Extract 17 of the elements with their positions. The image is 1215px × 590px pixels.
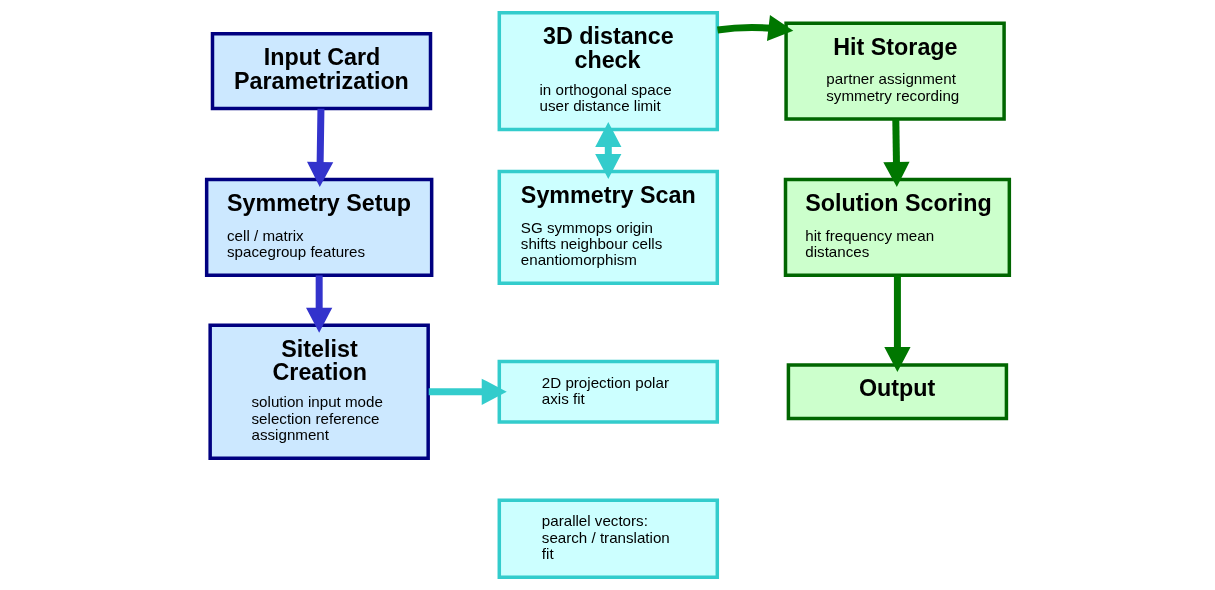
node-box: parallel vectors: search / translation fit — [497, 498, 719, 579]
node-box: Input Card Parametrization — [210, 32, 432, 111]
arrow — [306, 108, 333, 187]
arrow — [428, 378, 507, 405]
node-box: 2D projection polar axis fit — [497, 359, 719, 424]
node-box: Symmetry Setup cell / matrix spacegroup features — [204, 177, 433, 277]
node-box: 3D distance check in orthogonal space user distance limit — [497, 11, 719, 132]
arrow — [883, 275, 911, 372]
arrow — [716, 14, 793, 41]
arrow — [305, 275, 332, 333]
arrow — [594, 122, 621, 179]
node-box: Hit Storage partner assignment symmetry recording — [783, 21, 1006, 121]
arrow — [882, 119, 910, 187]
node-box: Solution Scoring hit frequency mean distances — [783, 177, 1011, 277]
node-box: Output — [786, 363, 1008, 421]
node-box: Symmetry Scan SG symmops origin shifts neighbour cells enantiomorphism — [497, 169, 719, 286]
node-box: Sitelist Creation solution input mode selection reference assignment — [207, 323, 430, 460]
